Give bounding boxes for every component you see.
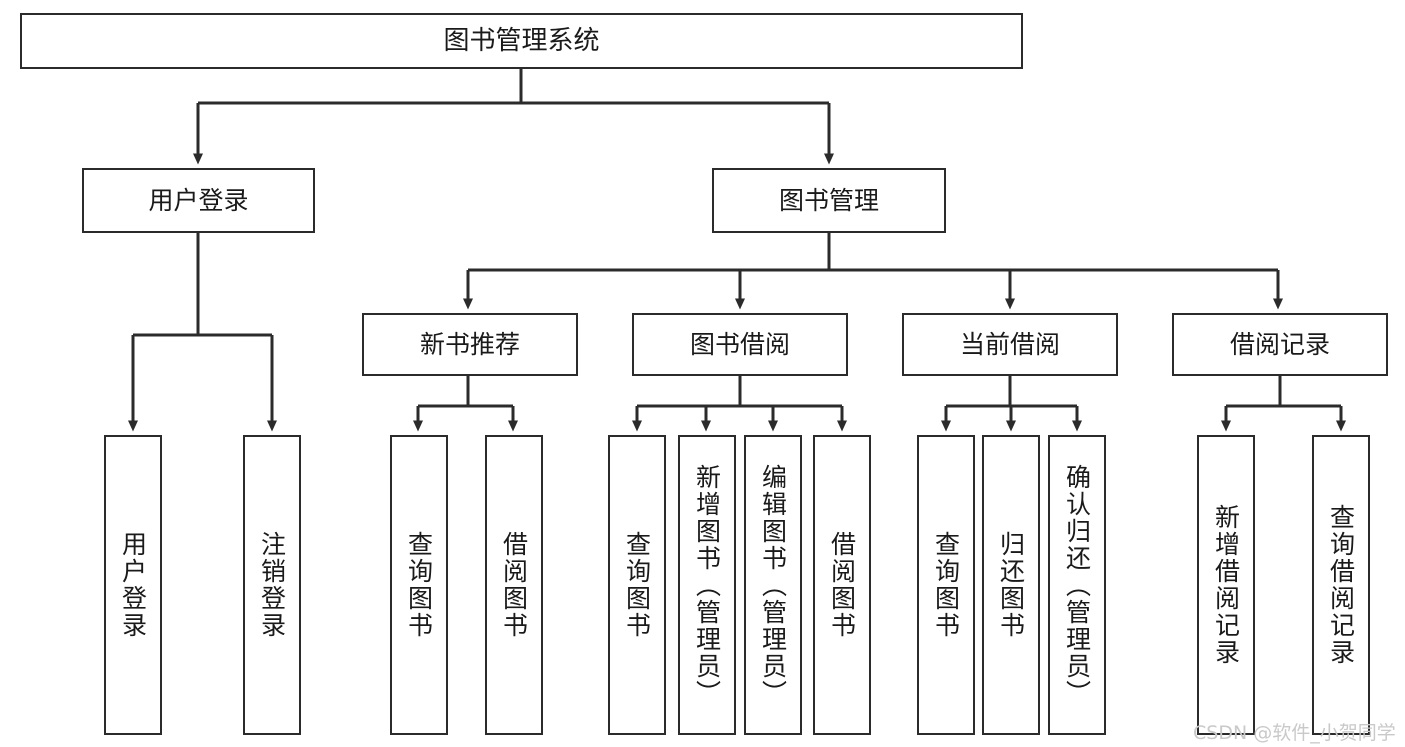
leaf-query-book-recommend[interactable]: 查询图书 <box>390 435 448 735</box>
node-label: 图书借阅 <box>689 330 790 359</box>
leaf-borrow-book-recommend[interactable]: 借阅图书 <box>485 435 543 735</box>
node-label: 编辑图书（管理员） <box>758 463 788 707</box>
node-label: 新增借阅记录 <box>1211 504 1241 666</box>
node-label: 确认归还（管理员） <box>1062 463 1092 707</box>
node-root-system[interactable]: 图书管理系统 <box>20 13 1023 69</box>
node-book-borrow[interactable]: 图书借阅 <box>632 313 848 376</box>
node-book-management[interactable]: 图书管理 <box>712 168 946 233</box>
node-label: 查询借阅记录 <box>1326 504 1356 666</box>
node-label: 归还图书 <box>996 531 1026 639</box>
leaf-confirm-return-admin[interactable]: 确认归还（管理员） <box>1048 435 1106 735</box>
leaf-user-logout[interactable]: 注销登录 <box>243 435 301 735</box>
node-user-login[interactable]: 用户登录 <box>82 168 315 233</box>
node-label: 新增图书（管理员） <box>692 463 722 707</box>
leaf-query-borrow-record[interactable]: 查询借阅记录 <box>1312 435 1370 735</box>
node-label: 借阅记录 <box>1229 330 1330 359</box>
leaf-add-borrow-record[interactable]: 新增借阅记录 <box>1197 435 1255 735</box>
node-label: 查询图书 <box>622 531 652 639</box>
csdn-watermark: CSDN @软件_小贺同学 <box>1193 722 1396 744</box>
node-label: 用户登录 <box>148 186 249 215</box>
node-label: 查询图书 <box>931 531 961 639</box>
leaf-add-book-admin[interactable]: 新增图书（管理员） <box>678 435 736 735</box>
node-current-borrow[interactable]: 当前借阅 <box>902 313 1118 376</box>
leaf-query-book-current[interactable]: 查询图书 <box>917 435 975 735</box>
node-label: 借阅图书 <box>499 531 529 639</box>
node-label: 注销登录 <box>257 531 287 639</box>
node-label: 查询图书 <box>404 531 434 639</box>
leaf-query-book-borrow[interactable]: 查询图书 <box>608 435 666 735</box>
node-borrow-records[interactable]: 借阅记录 <box>1172 313 1388 376</box>
leaf-user-login[interactable]: 用户登录 <box>104 435 162 735</box>
leaf-return-book[interactable]: 归还图书 <box>982 435 1040 735</box>
node-label: 借阅图书 <box>827 531 857 639</box>
node-label: 图书管理 <box>778 186 879 215</box>
node-label: 新书推荐 <box>419 330 520 359</box>
leaf-edit-book-admin[interactable]: 编辑图书（管理员） <box>744 435 802 735</box>
node-label: 图书管理系统 <box>443 26 600 56</box>
leaf-borrow-book[interactable]: 借阅图书 <box>813 435 871 735</box>
node-label: 用户登录 <box>118 531 148 639</box>
node-new-book-recommend[interactable]: 新书推荐 <box>362 313 578 376</box>
node-label: 当前借阅 <box>959 330 1060 359</box>
